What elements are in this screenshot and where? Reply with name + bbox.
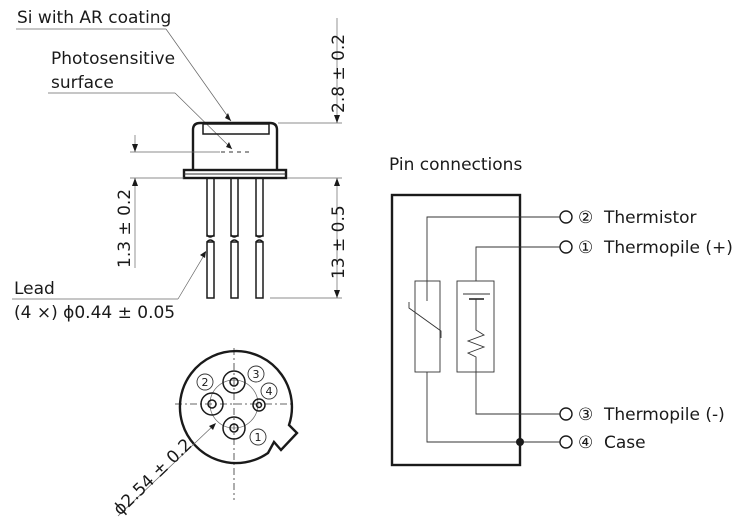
lead-arrow xyxy=(200,251,206,258)
photosensitive-leader xyxy=(174,92,233,150)
thermistor-symbol xyxy=(408,302,442,338)
lead-label-line2: (4 ×) ϕ0.44 ± 0.05 xyxy=(14,303,175,323)
thermistor-body xyxy=(414,280,441,373)
pin-bottom xyxy=(222,416,246,440)
pin-bottom-lead xyxy=(229,423,239,433)
pin-2-number: 2 xyxy=(202,376,209,389)
pin-label: Case xyxy=(604,433,646,453)
terminal-thermopile-plus: ① Thermopile (+) xyxy=(559,238,733,258)
pin-right-case xyxy=(252,398,266,412)
ar-coating-arrow xyxy=(225,113,231,121)
pin-circle-dim-leader xyxy=(117,423,216,517)
pin-label: Thermopile (-) xyxy=(603,405,725,425)
pin-label: Thermistor xyxy=(603,208,697,228)
lead-3-upper xyxy=(255,177,264,237)
pin-4-number: 4 xyxy=(266,385,273,398)
thermistor-wire-bottom xyxy=(426,372,560,443)
cap-height-dimension: 2.8 ± 0.2 xyxy=(329,34,349,113)
pin-connections: Pin connections ② Thermistor ① Thermopil… xyxy=(389,155,733,467)
terminal-circle xyxy=(559,407,573,421)
pin-4-badge xyxy=(260,382,278,400)
surface-depth-dimension: 1.3 ± 0.2 xyxy=(115,189,135,268)
lead-1-upper xyxy=(206,177,215,237)
lead-2-upper xyxy=(230,177,239,237)
package-box xyxy=(390,193,522,467)
pin-right-lead xyxy=(255,401,263,409)
pin-top xyxy=(222,370,246,394)
pin-1-badge xyxy=(249,428,267,446)
ar-coating-label: Si with AR coating xyxy=(17,8,171,28)
pin-connections-title: Pin connections xyxy=(389,155,522,175)
lead-3-lower xyxy=(255,241,264,299)
thermopile-wire-top xyxy=(475,246,560,281)
pin-3-badge xyxy=(247,365,265,383)
case-junction-dot xyxy=(516,438,524,446)
terminal-circle xyxy=(559,210,573,224)
surface-depth-arrow-top xyxy=(132,144,138,152)
pin-number: ② xyxy=(578,208,593,228)
photosensitive-arrow xyxy=(226,142,232,149)
thermopile-wire-bottom xyxy=(475,372,560,415)
pin-label: Thermopile (+) xyxy=(603,238,733,258)
pin-circle xyxy=(209,379,259,429)
lead-label-line1: Lead xyxy=(14,279,55,299)
pin-left xyxy=(200,392,224,416)
terminal-circle xyxy=(559,240,573,254)
photosensitive-label-line1: Photosensitive xyxy=(51,49,175,69)
bottom-view: 2 3 4 1 ϕ2.54 ± 0.2 xyxy=(110,348,299,520)
resistor-zigzag xyxy=(466,299,486,372)
pin-3-number: 3 xyxy=(253,368,260,381)
lead-leader xyxy=(177,251,207,300)
photosensitive-label-line2: surface xyxy=(51,73,114,93)
pin-number: ① xyxy=(578,238,593,258)
surface-depth-arrow-bottom xyxy=(132,178,138,186)
thermopile-body xyxy=(456,280,495,373)
terminal-circle xyxy=(559,435,573,449)
lead-length-dimension: 13 ± 0.5 xyxy=(329,205,349,279)
pin-1-number: 1 xyxy=(255,431,262,444)
terminal-thermopile-minus: ③ Thermopile (-) xyxy=(559,405,725,425)
pin-circle-dim-arrow xyxy=(209,423,216,430)
pin-2-badge xyxy=(196,373,214,391)
lead-length-arrow-bottom xyxy=(334,290,340,298)
terminal-case: ④ Case xyxy=(559,433,646,453)
pin-top-lead xyxy=(229,377,239,387)
window xyxy=(202,123,270,135)
ar-coating-leader xyxy=(165,28,232,122)
thermistor-wire-top xyxy=(426,216,560,301)
pin-number: ③ xyxy=(578,405,593,425)
cap-body xyxy=(191,121,279,170)
cap-height-arrow xyxy=(334,115,340,123)
package-outline xyxy=(178,349,299,465)
lead-2-lower xyxy=(230,241,239,299)
pin-left-lead xyxy=(207,399,217,409)
lead-length-arrow-top xyxy=(334,178,340,186)
leads xyxy=(206,177,264,299)
pin-number: ④ xyxy=(578,433,593,453)
terminal-thermistor: ② Thermistor xyxy=(559,208,697,228)
side-view: Si with AR coating Photosensitive surfac… xyxy=(12,8,349,323)
pin-circle-dimension: ϕ2.54 ± 0.2 xyxy=(110,435,197,520)
lead-1-lower xyxy=(206,241,215,299)
